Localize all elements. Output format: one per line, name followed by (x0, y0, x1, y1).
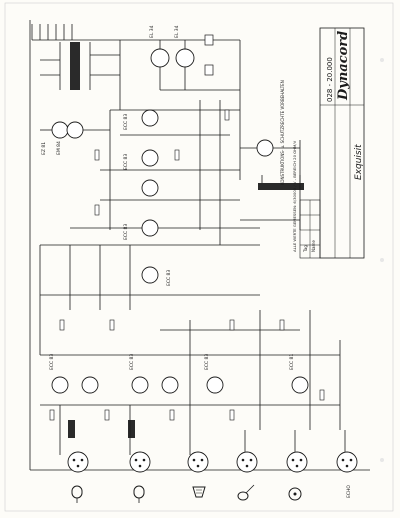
table-header-day: Tag (303, 245, 308, 253)
rectifier-tube (40, 121, 110, 139)
microphone-icon (71, 485, 83, 503)
model-number: 028 - 20.000 (326, 57, 334, 102)
mains-transformer (70, 42, 80, 90)
tube-label-ecc83-c: ECC 83 (123, 224, 129, 240)
record-player-icon (288, 487, 302, 501)
power-supply-section (31, 24, 130, 110)
revision-table (300, 200, 320, 258)
input-transformer-2 (128, 420, 135, 438)
brand-name: Dynacord (336, 31, 351, 101)
output-transformer (240, 139, 304, 230)
input-connector-2[interactable] (129, 451, 151, 473)
measure-note: ALLE WERTE GEMESSEN: 6/30000 / V - BEREI… (292, 140, 297, 252)
table-header-name: Name (311, 240, 316, 252)
construction-note: KONSTRUKTIONS- u. SCHUTZRECHTE VORBEHALT… (280, 80, 285, 185)
tube-label-ecc83-b: ECC 83 (123, 154, 129, 170)
tube-label-em84: EM 84 (56, 141, 62, 155)
tube-label-ecc83-a: ECC 83 (123, 114, 129, 130)
input-transformer-1 (68, 420, 75, 438)
binder-holes (380, 58, 384, 462)
accordion-icon (192, 486, 206, 498)
tube-label-el34-2: EL 34 (174, 25, 180, 38)
driver-stage (100, 100, 240, 245)
guitar-icon (237, 484, 255, 501)
tube-label-ecc83-d: ECC 83 (166, 270, 172, 286)
tube-label-ecc83-g: ECC 83 (204, 354, 210, 370)
output-stage (130, 34, 241, 180)
mixer-stage (39, 219, 260, 355)
echo-input-label: ECHO (346, 485, 352, 498)
input-connector-5[interactable] (286, 451, 308, 473)
title-block (299, 27, 365, 259)
tube-label-el34-1: EL 34 (149, 25, 155, 38)
page-frame (4, 2, 394, 512)
input-connector-3[interactable] (187, 451, 209, 473)
tube-label-ecc83-f: ECC 83 (129, 354, 135, 370)
input-connector-echo[interactable] (336, 451, 358, 473)
resistors (49, 109, 325, 421)
input-connector-1[interactable] (67, 451, 89, 473)
tube-label-ecc81: ECC 81 (289, 354, 295, 370)
preamp-stage (40, 310, 341, 430)
tube-label-ez81: EZ 81 (41, 142, 47, 155)
model-name: Exquisit (354, 144, 364, 180)
tube-label-ecc83-e: ECC 83 (49, 354, 55, 370)
microphone-icon-2 (133, 485, 145, 503)
input-connector-4[interactable] (236, 451, 258, 473)
